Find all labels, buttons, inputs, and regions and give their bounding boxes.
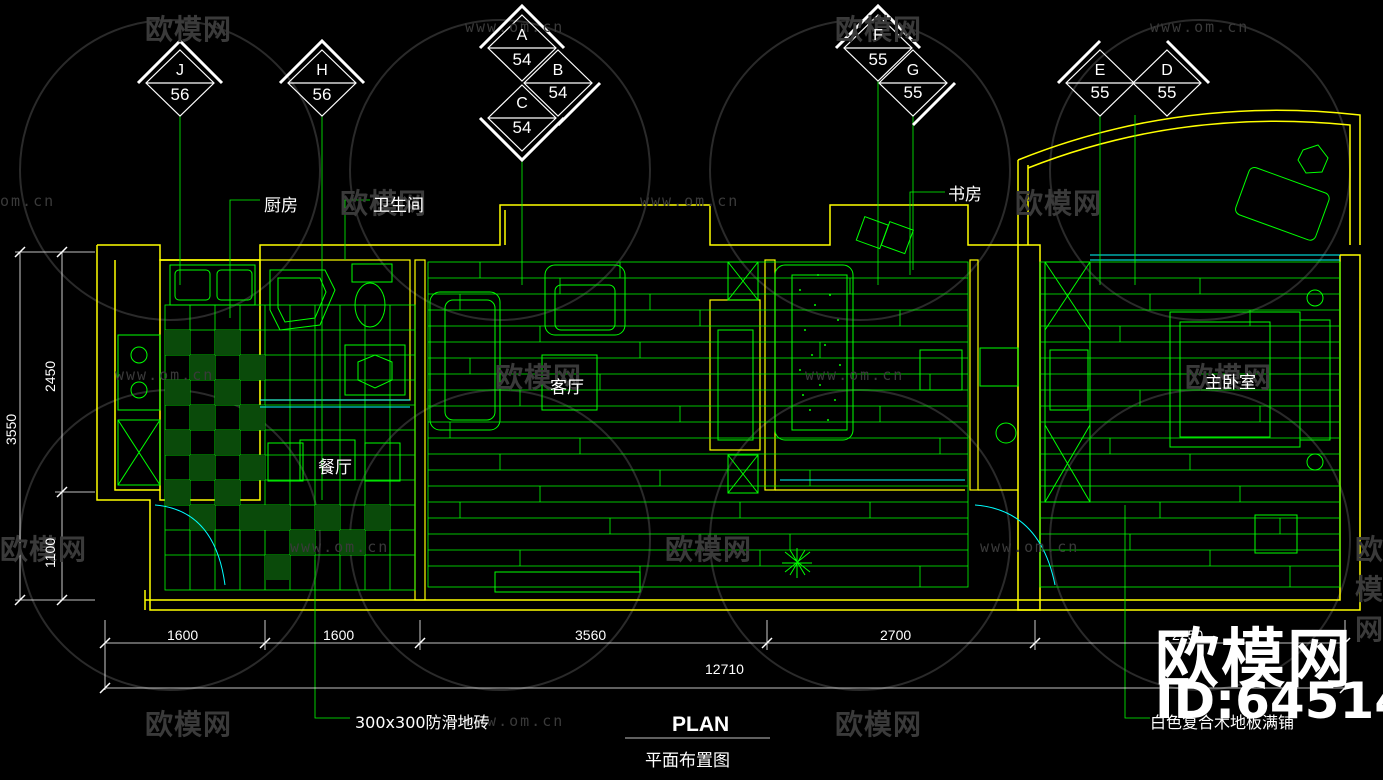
elevation-tag-number: 54 xyxy=(512,50,532,69)
elevation-tag-number: 54 xyxy=(512,118,532,137)
doors-windows xyxy=(154,254,1340,586)
watermark-logo: 欧模网 xyxy=(835,13,923,46)
watermark-logo: 欧模网 xyxy=(145,13,233,46)
dimension-total: 12710 xyxy=(705,661,744,677)
watermark-url: www.om.cn xyxy=(805,366,905,384)
elevation-tag-letter: F xyxy=(873,27,883,44)
dimension-ticks xyxy=(14,246,1351,694)
watermark-url: om.cn xyxy=(0,192,56,210)
elevation-tag-letter: H xyxy=(316,62,328,79)
elevation-tag-number: 55 xyxy=(1090,83,1110,102)
dimension-label: 3560 xyxy=(575,627,607,643)
furniture xyxy=(117,144,1331,593)
dimension-vertical-total: 3550 xyxy=(3,413,19,445)
dimension-lines xyxy=(15,251,1346,739)
elevation-tag-number: 56 xyxy=(170,85,190,104)
elevation-tag-number: 55 xyxy=(903,83,923,102)
elevation-tag-diamonds xyxy=(136,3,1211,163)
room-label-bathroom: 卫生间 xyxy=(373,196,424,216)
room-label-study: 书房 xyxy=(948,185,982,205)
leader-lines xyxy=(179,80,1150,719)
elevation-tag-letter: E xyxy=(1094,62,1106,79)
watermark-logo: 欧模网 xyxy=(495,361,583,394)
watermark-logo: 欧模网 xyxy=(1355,533,1383,646)
watermark-url: www.om.cn xyxy=(640,192,740,210)
wood-floor xyxy=(427,261,1341,588)
elevation-tag-letter: A xyxy=(516,27,528,44)
note-floor-wood: 白色复合木地板满铺 xyxy=(1150,713,1295,732)
room-label-kitchen: 厨房 xyxy=(264,196,298,216)
brand-id-label: ID:645144 xyxy=(1155,672,1383,730)
room-label-master-bedroom: 主卧室 xyxy=(1205,373,1256,393)
room-label-living: 客厅 xyxy=(550,378,584,398)
watermark-url: www.om.cn xyxy=(1150,18,1250,36)
dimension-label: 2700 xyxy=(880,627,912,643)
elevation-tag-number: 55 xyxy=(1157,83,1177,102)
watermark-logo: 欧模网 xyxy=(145,708,233,741)
drawing-subtitle: 平面布置图 xyxy=(645,751,730,771)
brand-logo-large: 欧模网 xyxy=(1155,623,1353,697)
tile-checker xyxy=(165,330,390,580)
elevation-tag-letter: G xyxy=(906,62,920,79)
dimension-label: 2250 xyxy=(1172,627,1204,643)
dimension-vertical-lower: 1100 xyxy=(42,537,58,568)
watermark-url: www.om.cn xyxy=(115,366,215,384)
dimension-vertical-upper: 2450 xyxy=(42,360,58,392)
watermark-url: www.om.cn xyxy=(465,712,565,730)
dimension-label: 1600 xyxy=(323,627,355,643)
elevation-tag-number: 55 xyxy=(868,50,888,69)
dimension-label: 1600 xyxy=(167,627,199,643)
elevation-tag-number: 56 xyxy=(312,85,332,104)
room-label-dining: 餐厅 xyxy=(318,458,352,478)
elevation-tag-letter: D xyxy=(1161,62,1173,79)
note-floor-tile: 300x300防滑地砖 xyxy=(355,713,490,732)
watermark-logo: 欧模网 xyxy=(835,708,923,741)
elevation-tag-letter: B xyxy=(552,62,564,79)
watermark-url: www.om.cn xyxy=(290,538,390,556)
drawing-title: PLAN xyxy=(672,713,730,736)
elevation-tag-number: 54 xyxy=(548,83,568,102)
watermark-url: www.om.cn xyxy=(465,18,565,36)
watermark-logo: 欧模网 xyxy=(0,533,88,566)
elevation-tag-letter: C xyxy=(516,95,528,112)
watermark-logo: 欧模网 xyxy=(340,187,428,220)
watermark-logo: 欧模网 xyxy=(665,533,753,566)
watermark-logo: 欧模网 xyxy=(1185,361,1273,394)
watermark-logo: 欧模网 xyxy=(1015,187,1103,220)
elevation-tag-letter: J xyxy=(176,62,184,79)
sofa-speckle xyxy=(799,274,841,421)
watermark-url: www.om.cn xyxy=(980,538,1080,556)
